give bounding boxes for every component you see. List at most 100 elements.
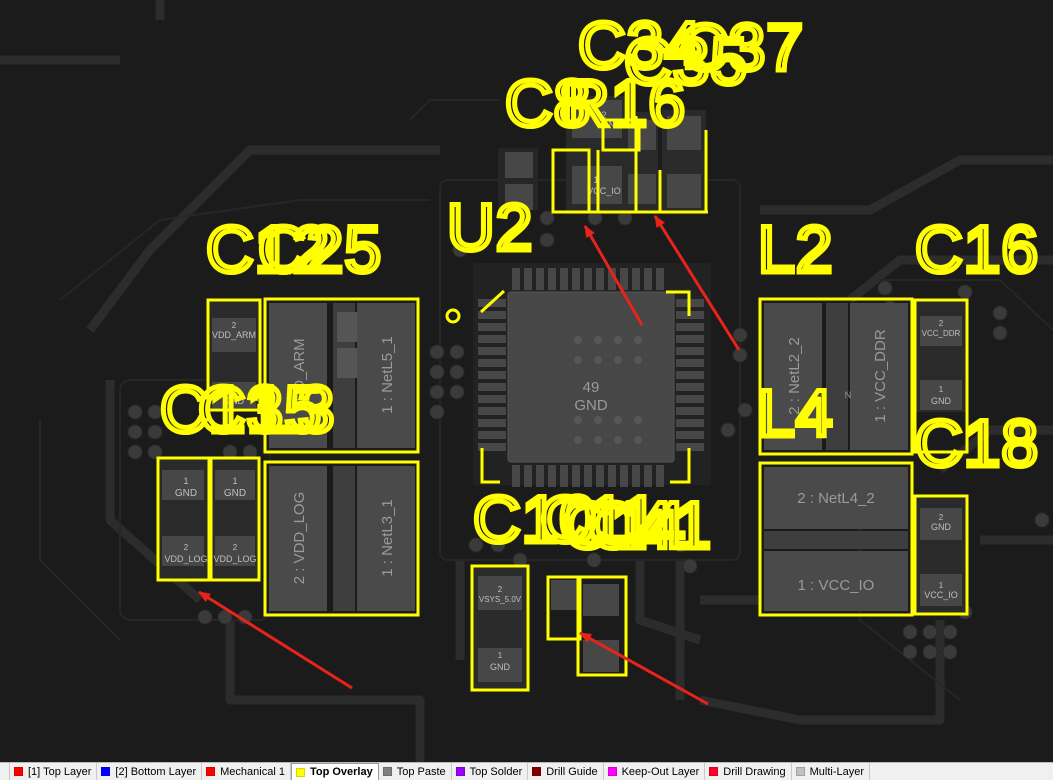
u2-pins-top <box>512 268 664 290</box>
c16-net: VCC_DDR <box>922 329 961 338</box>
layer-tab-bar: [1] Top Layer [2] Bottom Layer Mechanica… <box>0 762 1053 780</box>
layer-tab-label: Top Paste <box>396 765 446 778</box>
layer-tab-top-layer[interactable]: [1] Top Layer <box>10 763 98 780</box>
layer-swatch-multi <box>795 767 805 776</box>
layer-tab-label: Multi-Layer <box>809 765 864 778</box>
pcb-canvas[interactable]: 49 GND 2 N 1 VCC_IO <box>0 0 1053 762</box>
designator-c8: C8 <box>505 66 591 140</box>
l2-pad-right-label: 1 : VCC_DDR <box>872 329 889 423</box>
layer-tab-bottom-layer[interactable]: [2] Bottom Layer <box>97 763 203 780</box>
layer-tab-mechanical-1[interactable]: Mechanical 1 <box>202 763 291 780</box>
layer-swatch-drill-guide <box>532 767 542 776</box>
layer-swatch-bottom <box>101 767 111 776</box>
c18-vcc: VCC_IO <box>924 590 958 600</box>
c10-gnd: GND <box>490 662 511 672</box>
layer-tab-label: Drill Guide <box>546 765 598 778</box>
designator-c18: C18 <box>915 406 1039 480</box>
layer-tab-label: Keep-Out Layer <box>621 765 700 778</box>
l4-pad-top-label: 2 : NetL4_2 <box>797 490 875 507</box>
layer-tab-label: Top Overlay <box>309 766 373 778</box>
u2-overlay-outline <box>479 289 691 484</box>
c16-pin1: 1 <box>939 385 944 394</box>
designator-c13: C13 <box>160 372 284 446</box>
c10-vsys: VSYS_5.0V <box>479 595 522 604</box>
layer-swatch-drill-drawing <box>709 767 719 776</box>
layer-swatch-keepout <box>607 767 617 776</box>
l2-pad-left-label: 2 : NetL2_2 <box>786 337 803 415</box>
u2-center-number: 49 <box>583 379 600 396</box>
designator-c16: C16 <box>915 212 1039 286</box>
l4-pad-bottom-label: 1 : VCC_IO <box>798 577 875 594</box>
layer-tab-top-paste[interactable]: Top Paste <box>379 763 452 780</box>
c25-gnd: GND <box>224 396 245 406</box>
c18-pin2: 2 <box>939 513 944 522</box>
top-overlay-outlines <box>551 116 708 214</box>
bottom-overlay-outlines <box>546 575 628 677</box>
c10-pin1: 1 <box>498 651 503 660</box>
c15-pin2: 2 <box>233 543 238 552</box>
layer-tab-label: Mechanical 1 <box>220 765 285 778</box>
designator-c34: C34 <box>578 8 702 82</box>
left-components[interactable]: 2 VDD_ARM 1 GND VDD_ARM 1 : NetL5_1 2 : … <box>156 297 420 617</box>
c25-pin2: 2 <box>232 321 237 330</box>
layer-tab-multi-layer[interactable]: Multi-Layer <box>792 763 870 780</box>
annotation-arrow-4 <box>579 631 709 706</box>
bottom-components[interactable]: 2 VSYS_5.0V 1 GND <box>470 564 628 692</box>
c13-vdd: VDD_LOG <box>164 554 207 564</box>
designator-l4: L4 <box>758 376 833 450</box>
designators: C34 C35 C37 C8 R16 U2 C12 C25 L2 C16 C13… <box>158 6 1041 565</box>
layer-tab-scroll[interactable] <box>0 763 10 780</box>
c15-pin1: 1 <box>232 476 237 486</box>
l2-mid-label: N <box>845 390 852 400</box>
c25-net: VDD_ARM <box>212 330 256 340</box>
u2-pins-bottom <box>512 465 664 487</box>
c16-pin2: 2 <box>939 319 944 328</box>
annotation-arrow-2 <box>653 215 741 351</box>
designator-c41: C41 <box>588 488 712 562</box>
designator-c10: C10 <box>473 482 597 556</box>
u2-exposed-pad <box>507 291 675 463</box>
layer-tab-drill-drawing[interactable]: Drill Drawing <box>705 763 792 780</box>
c13-pin2: 2 <box>184 543 189 552</box>
copper-traces <box>0 0 1053 762</box>
r16-pin2-label: 2 <box>601 110 606 120</box>
c15-gnd: GND <box>224 488 246 499</box>
top-components[interactable]: 2 N 1 VCC_IO <box>498 96 708 214</box>
l5-pad-left-label: VDD_ARM <box>291 338 308 411</box>
layer-swatch-mech <box>206 767 216 776</box>
layer-tab-keep-out[interactable]: Keep-Out Layer <box>604 763 706 780</box>
annotation-arrow-3 <box>198 590 353 690</box>
designator-c14: C14 <box>562 488 686 562</box>
layer-swatch-solder <box>455 767 465 776</box>
right-components[interactable]: 2 : NetL2_2 1 : VCC_DDR N 2 VCC_DDR 1 GN… <box>758 297 969 617</box>
layer-tab-label: [2] Bottom Layer <box>115 765 197 778</box>
designator-l3: L3 <box>260 372 335 446</box>
designator-c12: C12 <box>206 212 330 286</box>
u2-ic[interactable]: 49 GND <box>445 263 711 487</box>
designator-c35: C35 <box>624 24 748 98</box>
layer-tab-top-overlay[interactable]: Top Overlay <box>290 763 379 780</box>
layer-swatch-overlay <box>295 767 305 777</box>
c13-pin1: 1 <box>183 476 188 486</box>
layer-tab-top-solder[interactable]: Top Solder <box>452 763 529 780</box>
l3-pad-left-label: 2 : VDD_LOG <box>291 492 308 585</box>
designator-r16: R16 <box>562 66 686 140</box>
c25-pin1: 1 <box>232 385 237 394</box>
c16-gnd: GND <box>931 396 952 406</box>
u2-pin1-marker <box>445 308 461 324</box>
designator-c15: C15 <box>198 372 322 446</box>
l3-pad-right-label: 1 : NetL3_1 <box>379 499 396 577</box>
u2-center-net: GND <box>574 397 608 414</box>
c18-gnd: GND <box>931 522 952 532</box>
layer-tab-label: Top Solder <box>469 765 523 778</box>
designator-c25: C25 <box>258 212 382 286</box>
layer-swatch-paste <box>382 767 392 776</box>
r16-net-label: N <box>609 120 616 130</box>
c15-vdd: VDD_LOG <box>213 554 256 564</box>
c18-pin1: 1 <box>939 581 944 590</box>
layer-tab-label: Drill Drawing <box>723 765 786 778</box>
annotation-arrow-1 <box>583 225 644 326</box>
layer-tab-drill-guide[interactable]: Drill Guide <box>528 763 604 780</box>
annotation-arrows <box>198 215 741 706</box>
layer-swatch-top <box>14 767 23 776</box>
